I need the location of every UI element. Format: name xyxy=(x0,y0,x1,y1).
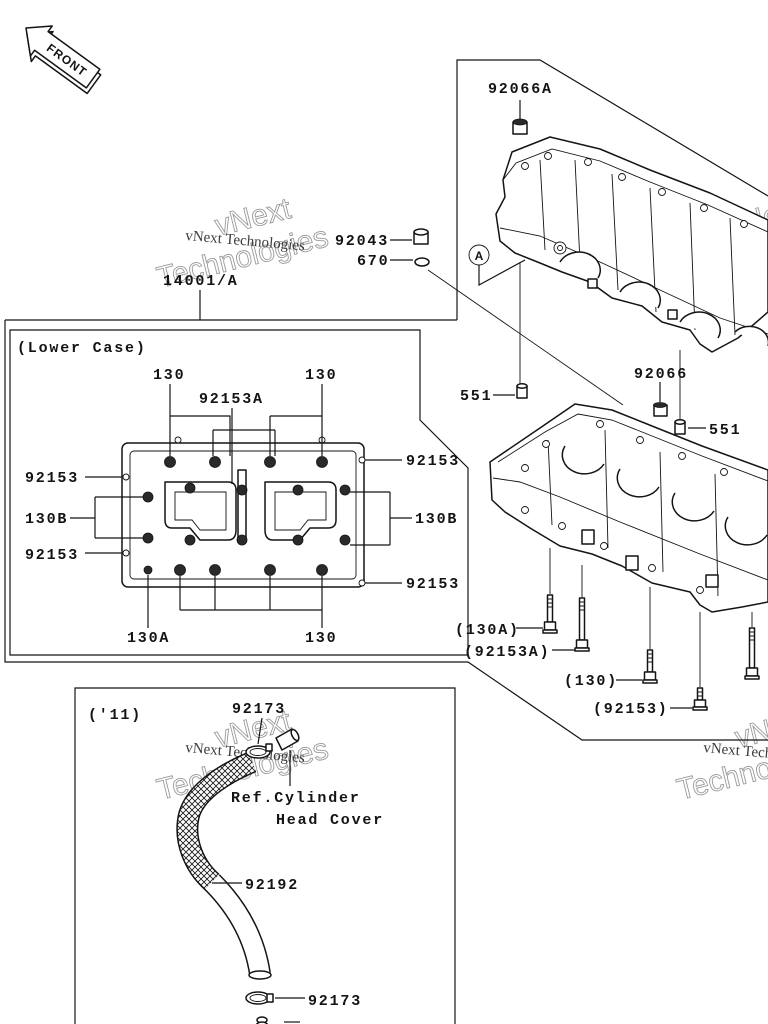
clamp-92173-bottom xyxy=(245,991,274,1005)
lower-crankcase xyxy=(489,403,768,613)
bolt-long xyxy=(744,627,760,680)
bolt-92153A xyxy=(574,597,590,652)
inset-callout-130-bottom[interactable]: 130 xyxy=(305,630,337,647)
inset-callout-130B-right[interactable]: 130B xyxy=(415,511,458,528)
callout-92153-paren[interactable]: (92153) xyxy=(593,701,669,718)
bolt-130A xyxy=(542,594,558,634)
breather-hose-92192 xyxy=(176,751,272,980)
inset-callout-130B-left[interactable]: 130B xyxy=(25,511,68,528)
callout-551-left[interactable]: 551 xyxy=(460,388,492,405)
callout-92153A-paren[interactable]: (92153A) xyxy=(464,644,550,661)
inset-callout-92153-right-lower[interactable]: 92153 xyxy=(406,576,460,593)
inset-callout-92153A[interactable]: 92153A xyxy=(199,391,264,408)
inset-bolt-bosses xyxy=(122,436,366,587)
breather-callout-92173-top[interactable]: 92173 xyxy=(232,701,286,718)
plug-92043 xyxy=(413,228,429,245)
breather-reference-line2: Head Cover xyxy=(276,812,384,829)
inset-callout-92153-right-upper[interactable]: 92153 xyxy=(406,453,460,470)
breather-reference-line1: Ref.Cylinder xyxy=(231,790,361,807)
breather-callout-92173-bottom[interactable]: 92173 xyxy=(308,993,362,1010)
cylinder-head-cover-fitting xyxy=(275,728,300,751)
callout-92066A[interactable]: 92066A xyxy=(488,81,553,98)
callout-551-right[interactable]: 551 xyxy=(709,422,741,439)
lower-case-top-view xyxy=(121,436,366,588)
callout-130-paren[interactable]: (130) xyxy=(564,673,618,690)
reference-a-label[interactable]: A xyxy=(475,249,484,263)
inset-callout-92153-left-lower[interactable]: 92153 xyxy=(25,547,79,564)
nut-92066 xyxy=(653,402,668,417)
callout-14001A[interactable]: 14001/A xyxy=(163,273,239,290)
callout-92066[interactable]: 92066 xyxy=(634,366,688,383)
clamp-92173-top xyxy=(245,743,273,759)
breather-callout-92192[interactable]: 92192 xyxy=(245,877,299,894)
lower-case-inset-frame xyxy=(9,329,469,656)
bolt-guide-lines xyxy=(549,548,753,687)
callout-92043[interactable]: 92043 xyxy=(335,233,389,250)
callout-670[interactable]: 670 xyxy=(357,253,389,270)
assembly-frame xyxy=(4,59,768,741)
upper-crankcase xyxy=(495,136,768,353)
callout-130A-paren[interactable]: (130A) xyxy=(455,622,520,639)
breather-inset-title: ('11) xyxy=(88,707,142,724)
breather-inset-frame xyxy=(74,687,456,1024)
oring-670 xyxy=(414,257,430,267)
inset-callout-130-top-left[interactable]: 130 xyxy=(153,367,185,384)
bolt-130 xyxy=(642,649,658,684)
inset-callout-130-top-right[interactable]: 130 xyxy=(305,367,337,384)
lower-case-leader-lines xyxy=(70,384,412,628)
partial-part-bottom xyxy=(255,1016,300,1024)
nut-92066A xyxy=(512,118,528,135)
dowel-551-left xyxy=(516,383,528,399)
lower-case-inset-title: (Lower Case) xyxy=(17,340,147,357)
reference-a: A xyxy=(468,244,526,287)
front-arrow: FRONT xyxy=(25,25,102,95)
inset-callout-92153-left-upper[interactable]: 92153 xyxy=(25,470,79,487)
inset-callout-130A[interactable]: 130A xyxy=(127,630,170,647)
dowel-551-right xyxy=(674,419,686,435)
bolt-92153 xyxy=(692,687,708,711)
